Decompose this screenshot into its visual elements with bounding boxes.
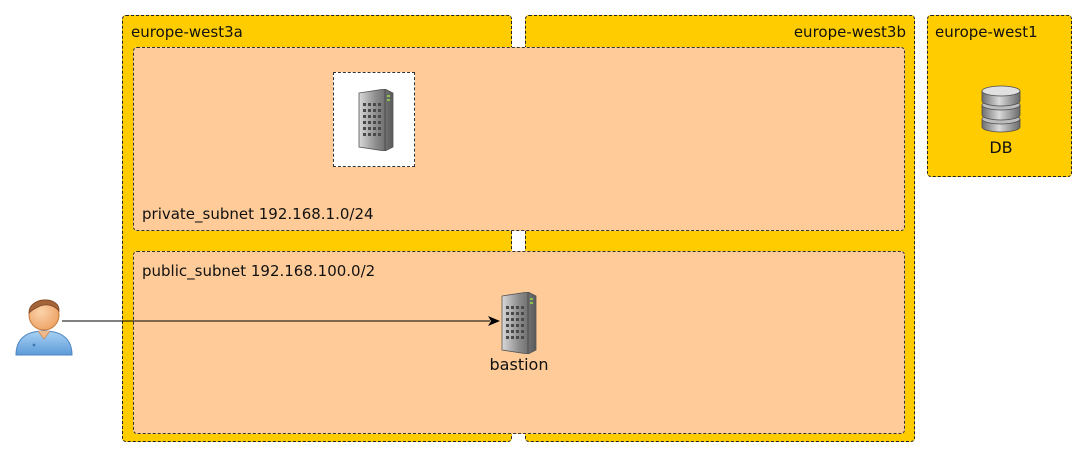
db-label: DB — [989, 138, 1013, 157]
bastion-node[interactable] — [498, 292, 540, 354]
subnet-label-public: public_subnet 192.168.100.0/2 — [142, 262, 376, 280]
database-icon — [981, 85, 1021, 133]
bastion-label: bastion — [489, 355, 549, 374]
zone-label-europe-west1: europe-west1 — [935, 23, 1038, 41]
zone-label-europe-west3a: europe-west3a — [131, 23, 243, 41]
subnet-private: private_subnet 192.168.1.0/24 — [133, 47, 905, 231]
user-node[interactable] — [14, 287, 74, 357]
server-icon — [501, 292, 537, 354]
private-server-node[interactable] — [333, 72, 415, 167]
db-node[interactable] — [979, 83, 1023, 135]
zone-label-europe-west3b: europe-west3b — [793, 23, 906, 41]
user-icon — [15, 299, 73, 356]
subnet-label-private: private_subnet 192.168.1.0/24 — [142, 205, 374, 223]
server-icon — [358, 89, 394, 151]
